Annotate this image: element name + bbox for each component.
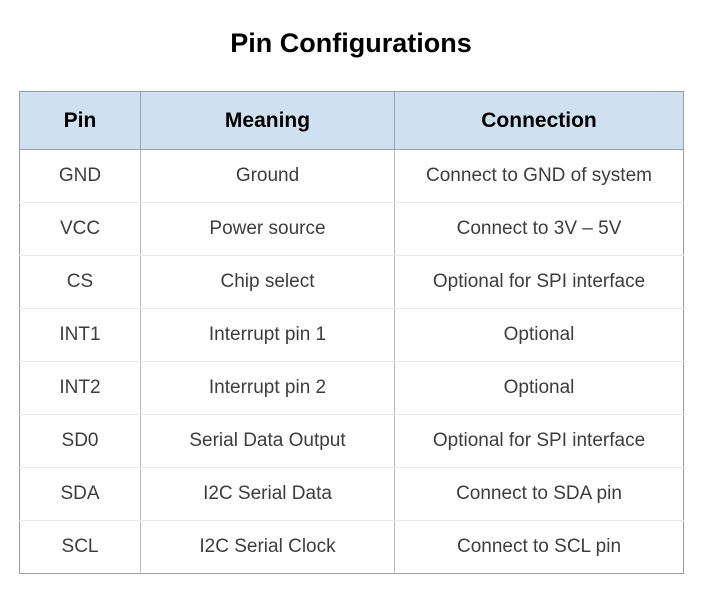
cell-meaning: Interrupt pin 2 <box>140 361 395 415</box>
cell-connection: Optional <box>394 308 684 362</box>
cell-meaning: Serial Data Output <box>140 414 395 468</box>
pin-configurations-table: Pin Meaning Connection GND Ground Connec… <box>19 91 684 574</box>
cell-pin: SCL <box>19 520 141 574</box>
table-header: Pin Meaning Connection <box>19 91 684 150</box>
cell-meaning: Interrupt pin 1 <box>140 308 395 362</box>
table-row: SDA I2C Serial Data Connect to SDA pin <box>19 467 684 521</box>
cell-connection: Optional <box>394 361 684 415</box>
column-header-meaning: Meaning <box>140 91 395 150</box>
cell-pin: SD0 <box>19 414 141 468</box>
column-header-pin: Pin <box>19 91 141 150</box>
table-row: VCC Power source Connect to 3V – 5V <box>19 202 684 256</box>
cell-connection: Optional for SPI interface <box>394 414 684 468</box>
cell-pin: GND <box>19 149 141 203</box>
table-row: GND Ground Connect to GND of system <box>19 149 684 203</box>
page-title: Pin Configurations <box>230 28 472 58</box>
column-header-connection: Connection <box>394 91 684 150</box>
cell-connection: Connect to SCL pin <box>394 520 684 574</box>
table-header-row: Pin Meaning Connection <box>19 91 684 150</box>
cell-connection: Connect to SDA pin <box>394 467 684 521</box>
cell-pin: SDA <box>19 467 141 521</box>
table-row: CS Chip select Optional for SPI interfac… <box>19 255 684 309</box>
cell-connection: Optional for SPI interface <box>394 255 684 309</box>
table-row: INT2 Interrupt pin 2 Optional <box>19 361 684 415</box>
table-row: SD0 Serial Data Output Optional for SPI … <box>19 414 684 468</box>
cell-pin: INT2 <box>19 361 141 415</box>
table-container: Pin Meaning Connection GND Ground Connec… <box>19 91 684 574</box>
cell-meaning: I2C Serial Data <box>140 467 395 521</box>
table-body: GND Ground Connect to GND of system VCC … <box>19 149 684 574</box>
cell-meaning: Power source <box>140 202 395 256</box>
cell-meaning: I2C Serial Clock <box>140 520 395 574</box>
cell-meaning: Chip select <box>140 255 395 309</box>
cell-connection: Connect to 3V – 5V <box>394 202 684 256</box>
table-row: INT1 Interrupt pin 1 Optional <box>19 308 684 362</box>
table-row: SCL I2C Serial Clock Connect to SCL pin <box>19 520 684 574</box>
cell-meaning: Ground <box>140 149 395 203</box>
cell-connection: Connect to GND of system <box>394 149 684 203</box>
cell-pin: INT1 <box>19 308 141 362</box>
cell-pin: CS <box>19 255 141 309</box>
cell-pin: VCC <box>19 202 141 256</box>
